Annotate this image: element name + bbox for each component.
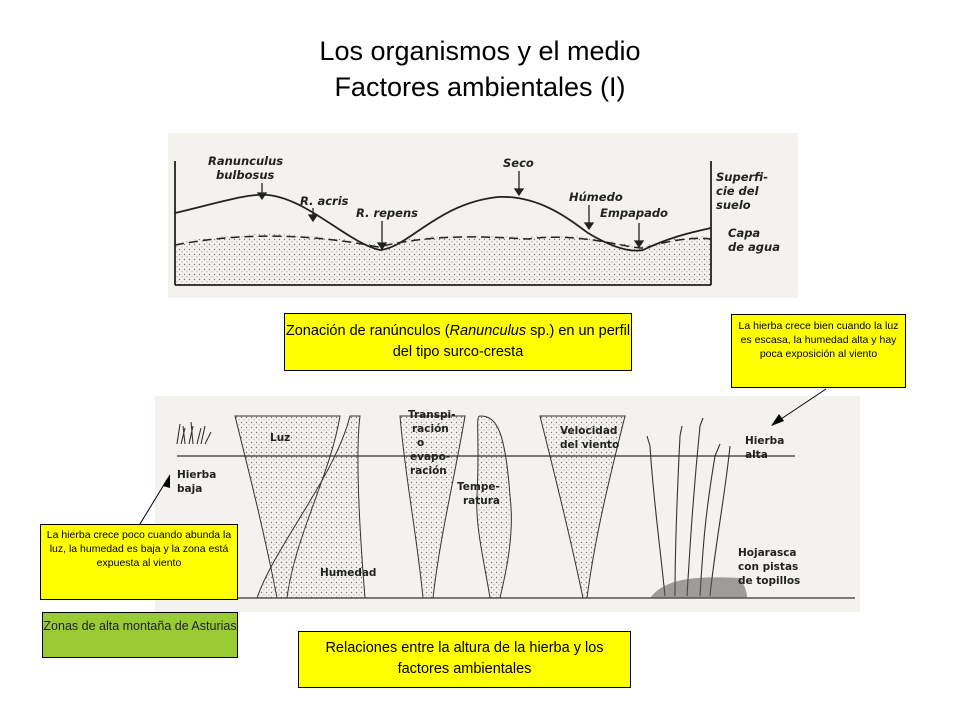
grass-factors-diagram: Hierba baja Luz Humedad Transpi- ración … [155,396,860,612]
caption-ridge-furrow: Zonación de ranúnculos (Ranunculus sp.) … [284,313,632,371]
label-capa-1: Capa [728,226,760,240]
label-velocidad-1: Velocidad [560,425,617,437]
label-transpiracion-2: ración [412,423,449,435]
label-hojarasca-2: con pistas [738,561,798,573]
grass-factors-drawing: Hierba baja Luz Humedad Transpi- ración … [160,409,855,599]
note-tall-grass: La hierba crece bien cuando la luz es es… [731,314,906,388]
label-luz: Luz [270,432,290,444]
page-subtitle: Factores ambientales (I) [334,72,626,102]
label-superficie-1: Superfi- [716,170,768,184]
label-r-repens: R. repens [356,206,418,220]
label-transpiracion-1: Transpi- [408,409,455,421]
label-empapado: Empapado [600,206,668,220]
label-ranunculus: Ranunculus [208,154,283,168]
caption-text-part1: Zonación de ranúnculos ( [285,323,450,339]
label-transpiracion-3: o [417,437,424,449]
label-hierba-alta-2: alta [745,449,768,461]
label-humedo: Húmedo [569,190,623,204]
label-hierba-alta-1: Hierba [745,435,784,447]
ridge-furrow-diagram: Ranunculus bulbosus R. acris R. repens S… [168,133,798,298]
label-hojarasca-1: Hojarasca [738,547,797,559]
page-title: Los organismos y el medio [319,36,641,66]
label-hierba-baja-1: Hierba [177,469,216,481]
label-bulbosus: bulbosus [216,168,275,182]
label-capa-2: de agua [728,240,780,254]
caption-grass-factors: Relaciones entre la altura de la hierba … [298,631,631,688]
label-temperatura-1: Tempe- [457,481,500,493]
label-r-acris: R. acris [300,194,349,208]
label-superficie-3: suelo [716,198,751,212]
label-temperatura-2: ratura [463,495,500,507]
ridge-furrow-drawing: Ranunculus bulbosus R. acris R. repens S… [174,154,780,286]
label-humedad: Humedad [320,567,376,579]
label-transpiracion-5: ración [410,465,447,477]
caption-genus: Ranunculus [449,323,527,339]
caption-text-part2: sp.) en un perfil del tipo surco-cresta [392,323,631,360]
note-short-grass: La hierba crece poco cuando abunda la lu… [40,524,238,600]
label-hojarasca-3: de topillos [738,575,800,587]
label-seco: Seco [503,156,534,170]
label-transpiracion-4: evapo- [410,451,450,463]
label-hierba-baja-2: baja [177,483,202,495]
label-superficie-2: cie del [716,184,760,198]
label-velocidad-2: del viento [560,439,619,451]
region-label: Zonas de alta montaña de Asturias [42,612,238,658]
